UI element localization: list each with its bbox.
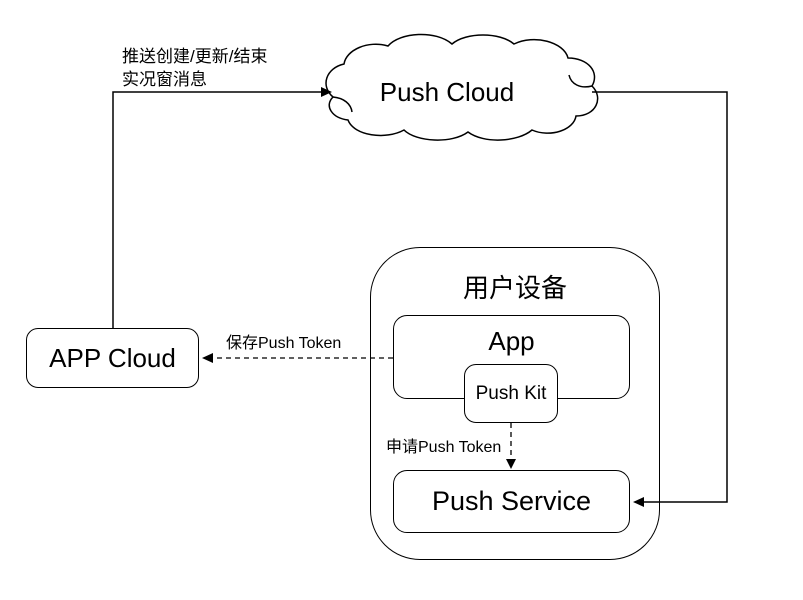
node-user-device: 用户设备 (370, 247, 660, 560)
edge-label-push-create-line2: 实况窗消息 (122, 70, 207, 89)
push-cloud-shape (325, 33, 599, 141)
push-service-label: Push Service (431, 486, 592, 516)
edge-label-request-token: 申请Push Token (386, 439, 502, 456)
node-app-cloud: APP Cloud (26, 328, 199, 388)
arrowhead-left-icon (633, 497, 644, 507)
node-push-kit: Push Kit (464, 364, 558, 423)
node-push-service: Push Service (393, 470, 630, 533)
node-push-cloud-label: Push Cloud (379, 77, 515, 107)
push-kit-label: Push Kit (475, 382, 547, 404)
edge-label-push-create-line1: 推送创建/更新/结束 (122, 47, 268, 66)
edge-save-token (202, 353, 393, 363)
app-cloud-label: APP Cloud (49, 342, 176, 373)
user-device-label: 用户设备 (462, 273, 567, 303)
cloud-inner-curl-right (568, 74, 593, 88)
arrowhead-right-icon (321, 87, 332, 97)
cloud-inner-curl-left (332, 96, 353, 113)
edge-cloud-to-service (592, 91, 728, 507)
arrowhead-left-icon (202, 353, 213, 363)
edge-push-create (112, 87, 332, 328)
app-label: App (488, 326, 535, 356)
edge-request-token (506, 423, 516, 469)
edge-label-push-create: 推送创建/更新/结束 实况窗消息 (122, 45, 267, 91)
arrowhead-down-icon (506, 459, 516, 469)
edge-label-save-token: 保存Push Token (226, 335, 342, 352)
